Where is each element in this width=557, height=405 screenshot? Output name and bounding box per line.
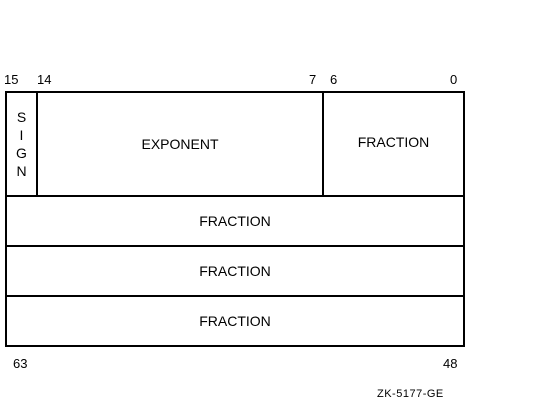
sign-letter-n: N	[16, 163, 27, 179]
fraction-row-1: FRACTION	[5, 195, 465, 247]
fraction-label-top: FRACTION	[357, 134, 430, 150]
bit-label-7: 7	[309, 72, 317, 87]
bit-label-6: 6	[330, 72, 338, 87]
bit-label-15: 15	[4, 72, 19, 87]
fraction-field-top: FRACTION	[322, 91, 465, 197]
fraction-label-row-2: FRACTION	[199, 263, 271, 279]
exponent-label: EXPONENT	[141, 136, 219, 152]
bit-label-0: 0	[450, 72, 458, 87]
exponent-field: EXPONENT	[36, 91, 324, 197]
sign-letter-s: S	[16, 109, 27, 125]
fraction-label-row-3: FRACTION	[199, 313, 271, 329]
bit-label-14: 14	[37, 72, 52, 87]
sign-letter-g: G	[16, 145, 27, 161]
figure-id: ZK-5177-GE	[377, 388, 444, 400]
fraction-label-row-1: FRACTION	[199, 213, 271, 229]
fraction-row-2: FRACTION	[5, 245, 465, 297]
bit-label-63: 63	[13, 356, 28, 371]
fraction-row-3: FRACTION	[5, 295, 465, 347]
sign-field: S I G N	[5, 91, 38, 197]
sign-letter-i: I	[19, 127, 24, 143]
bit-label-48: 48	[443, 356, 458, 371]
